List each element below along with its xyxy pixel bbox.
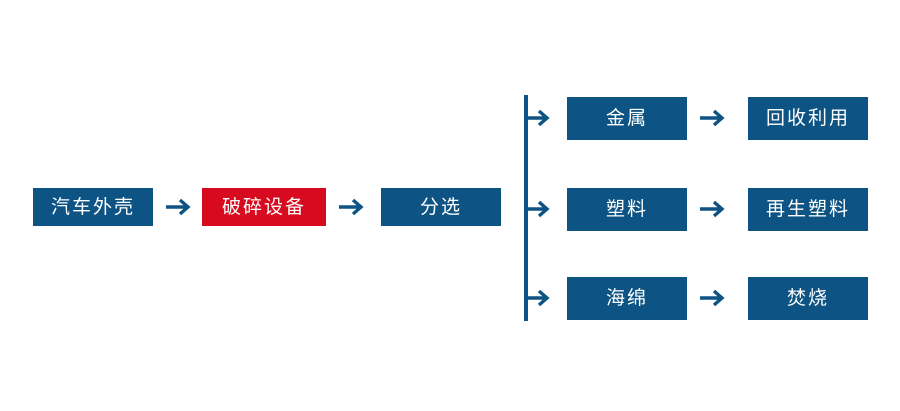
node-plastic-label: 塑料 — [605, 199, 648, 220]
node-car-shell-label: 汽车外壳 — [50, 196, 135, 218]
arrow-right-icon — [700, 109, 725, 127]
arrow-right-icon — [527, 289, 550, 307]
node-metal-label: 金属 — [605, 108, 648, 129]
node-sponge-label: 海绵 — [605, 288, 648, 309]
arrow-right-icon — [527, 200, 550, 218]
node-sorting-label: 分选 — [419, 196, 462, 218]
node-recycling[interactable]: 回收利用 — [748, 97, 868, 140]
node-incineration-label: 焚烧 — [786, 288, 829, 309]
node-shredder-label: 破碎设备 — [221, 196, 306, 218]
node-recycling-label: 回收利用 — [765, 108, 850, 129]
node-recycled-plastic[interactable]: 再生塑料 — [748, 188, 868, 231]
arrow-right-icon — [527, 109, 550, 127]
node-plastic[interactable]: 塑料 — [567, 188, 687, 231]
vertical-split-bar — [524, 95, 528, 321]
arrow-right-icon — [700, 289, 725, 307]
node-car-shell[interactable]: 汽车外壳 — [33, 188, 153, 226]
arrow-right-icon — [339, 198, 364, 216]
node-recycled-plastic-label: 再生塑料 — [765, 199, 850, 220]
node-incineration[interactable]: 焚烧 — [748, 277, 868, 320]
node-shredder[interactable]: 破碎设备 — [202, 188, 326, 226]
arrow-right-icon — [166, 198, 191, 216]
arrow-right-icon — [700, 200, 725, 218]
node-metal[interactable]: 金属 — [567, 97, 687, 140]
node-sorting[interactable]: 分选 — [381, 188, 501, 226]
node-sponge[interactable]: 海绵 — [567, 277, 687, 320]
